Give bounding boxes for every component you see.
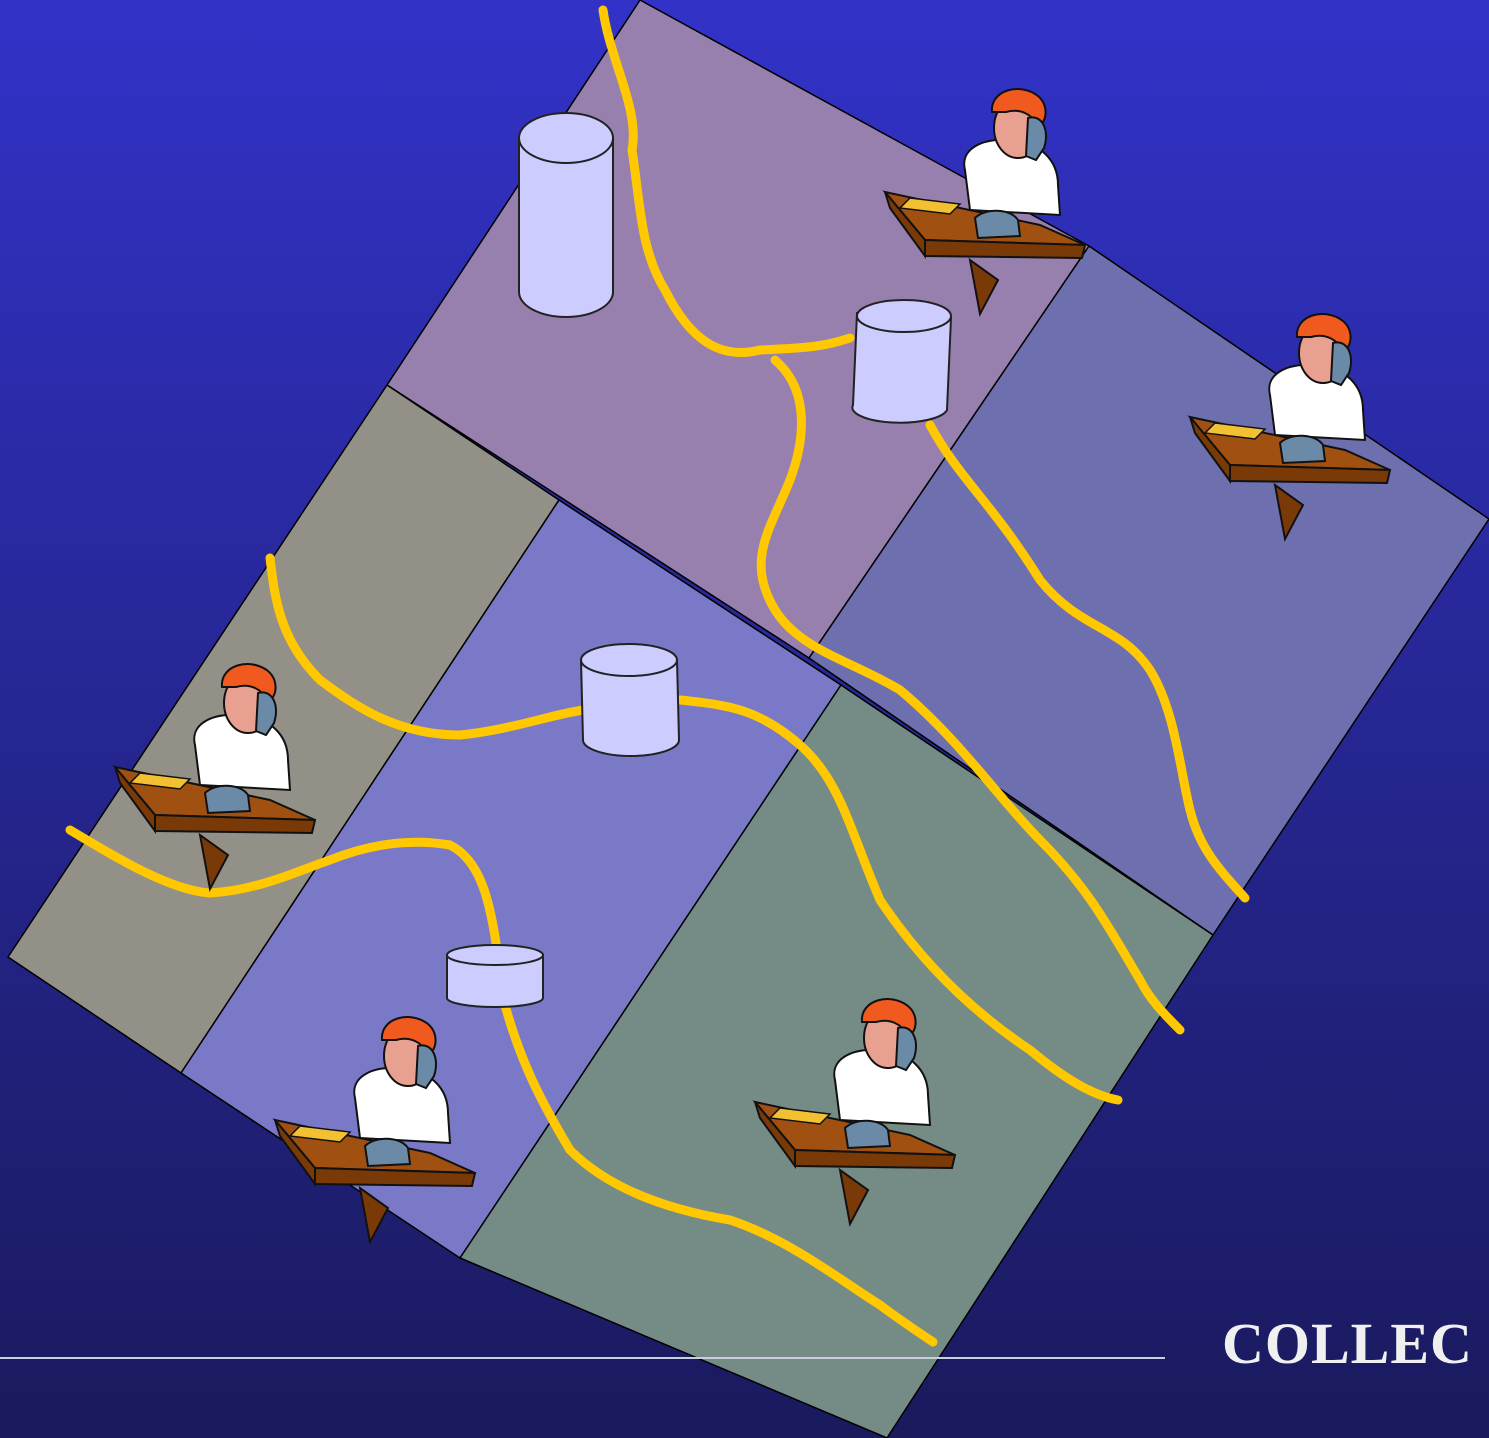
cable-upper-left — [265, 553, 588, 740]
cable-center-right — [675, 695, 1123, 1105]
person-on-phone-at-desk-icon — [882, 88, 1087, 318]
footer-rule — [0, 1357, 1165, 1359]
database-cylinder-icon — [579, 643, 681, 757]
person-on-phone-at-desk-icon — [1187, 313, 1392, 543]
cables — [65, 5, 1250, 1347]
database-cylinder-icon — [446, 944, 544, 1008]
person-on-phone-at-desk-icon — [272, 1016, 477, 1246]
zone-bottom — [458, 683, 1215, 1438]
zones — [6, 0, 1489, 1438]
database-cylinder-icon — [851, 299, 953, 424]
database-cylinder-icon — [518, 112, 614, 318]
person-on-phone-at-desk-icon — [112, 663, 317, 893]
workers — [112, 88, 1392, 1246]
footer-label: COLLEC — [1222, 1311, 1473, 1376]
person-on-phone-at-desk-icon — [752, 998, 957, 1228]
cable-lower-left — [65, 825, 502, 955]
stores — [446, 112, 953, 1008]
cable-top-main — [598, 5, 855, 357]
cable-top-branch — [756, 355, 1185, 1035]
cable-bottom — [500, 1000, 938, 1347]
cable-right — [925, 420, 1250, 903]
